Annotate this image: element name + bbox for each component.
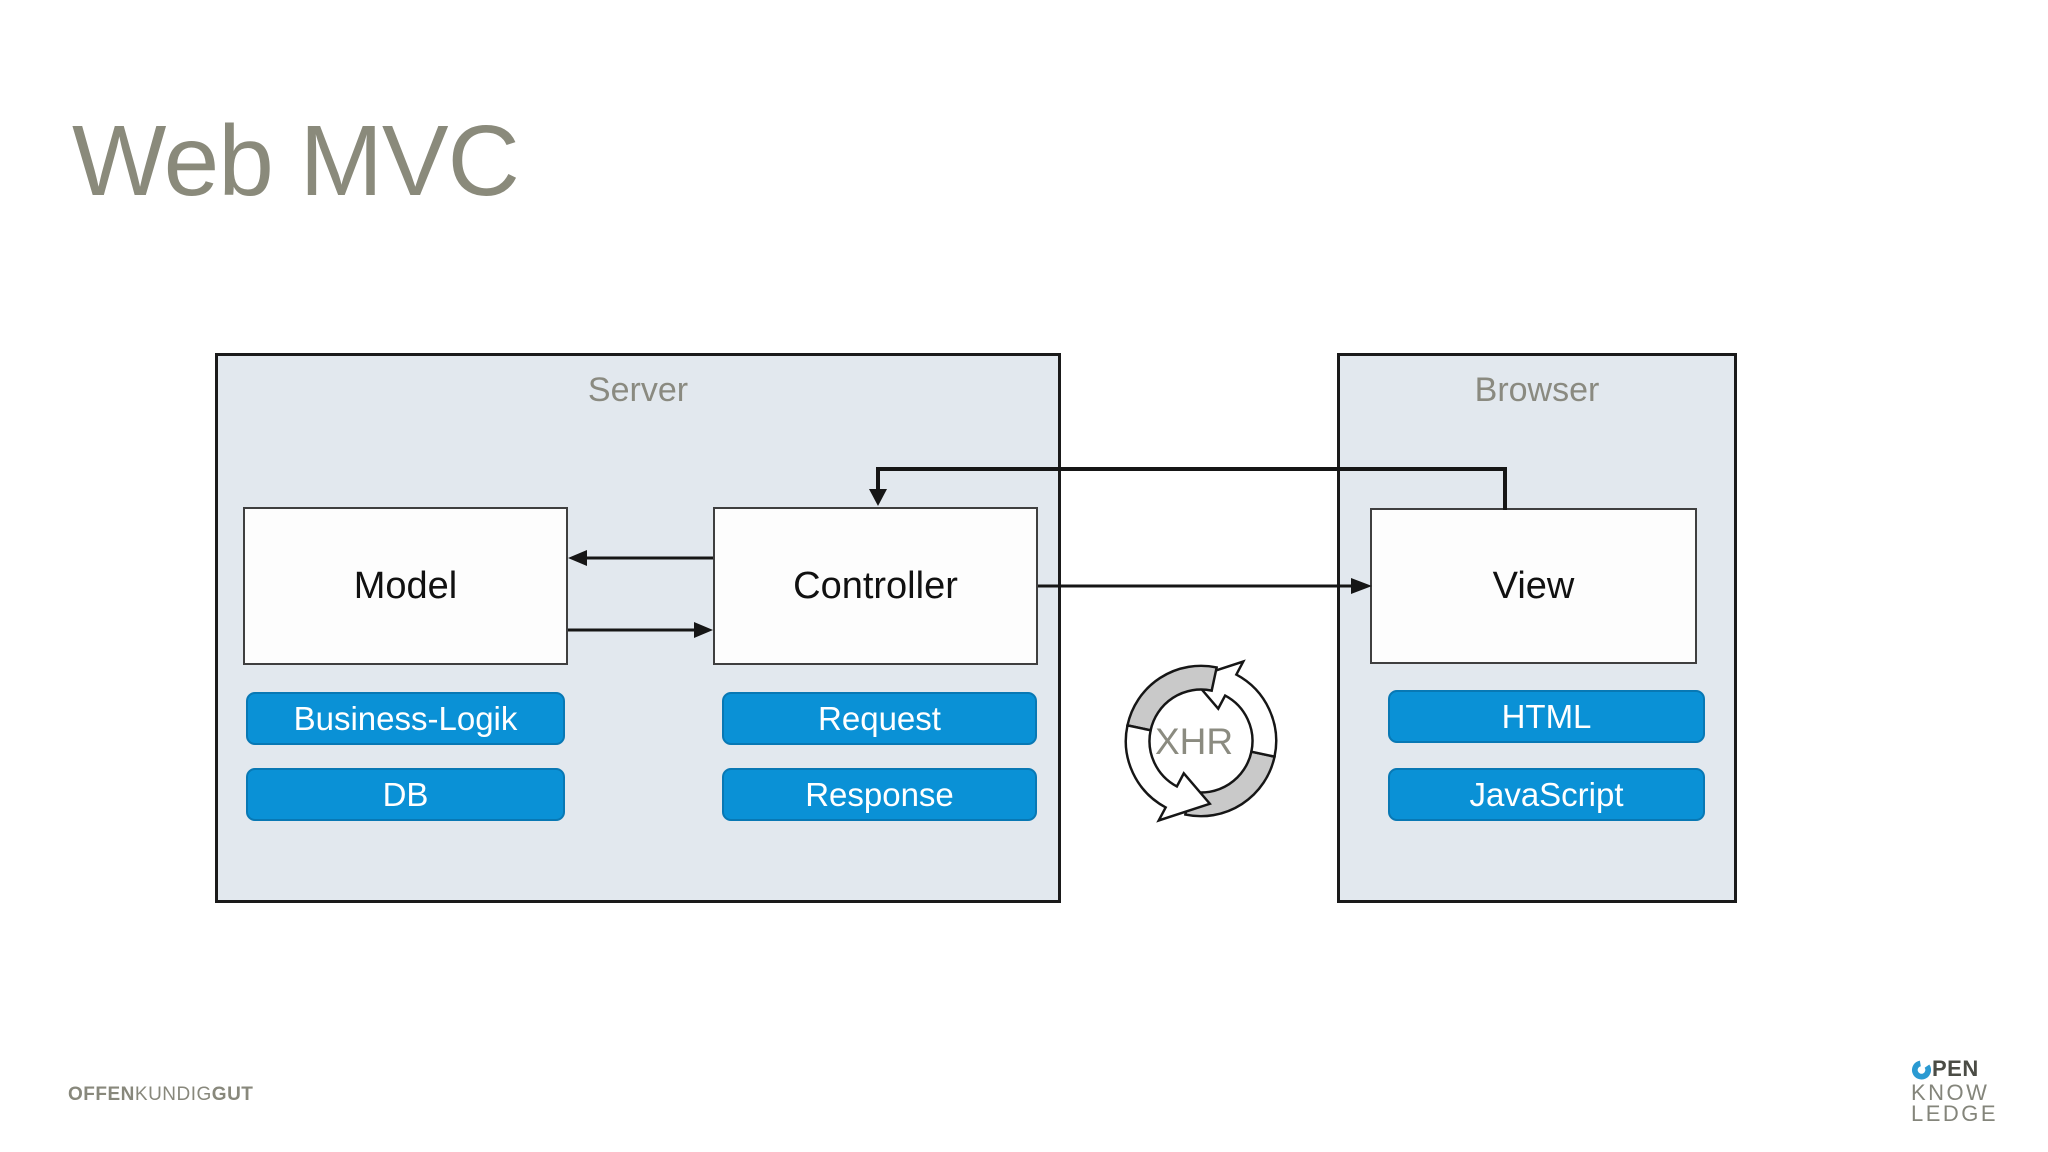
xhr-label: XHR — [1154, 720, 1234, 762]
page-title: Web MVC — [72, 105, 520, 217]
badge-response: Response — [722, 768, 1037, 821]
browser-label: Browser — [1474, 371, 1600, 409]
server-label: Server — [587, 371, 689, 409]
logo-gut: GUT — [211, 1084, 254, 1105]
logo-kundig: KUNDIG — [134, 1084, 212, 1105]
xhr-cycle-icon — [1124, 659, 1278, 823]
badge-html: HTML — [1388, 690, 1705, 743]
offenkundiggut-logo: OFFENKUNDIGGUT — [68, 1084, 253, 1106]
controller-node: Controller — [713, 507, 1038, 665]
badge-javascript: JavaScript — [1388, 768, 1705, 821]
badge-request: Request — [722, 692, 1037, 745]
arrow-controller-to-view — [1038, 578, 1372, 594]
view-label: View — [1492, 564, 1575, 607]
badge-db: DB — [246, 768, 565, 821]
view-node: View — [1370, 508, 1697, 664]
open-knowledge-o-icon — [1911, 1060, 1932, 1080]
controller-label: Controller — [793, 564, 958, 607]
model-node: Model — [243, 507, 568, 665]
logo-offen: OFFEN — [68, 1084, 135, 1105]
badge-business-logik: Business-Logik — [246, 692, 565, 745]
open-knowledge-logo: PEN KNOW LEDGE — [1911, 1056, 1999, 1126]
logo-pen: PEN — [1932, 1056, 1979, 1081]
logo-know: KNOW — [1911, 1080, 1990, 1105]
model-label: Model — [353, 564, 458, 607]
logo-line-open: PEN — [1911, 1056, 1998, 1081]
logo-ledge: LEDGE — [1911, 1101, 1999, 1126]
